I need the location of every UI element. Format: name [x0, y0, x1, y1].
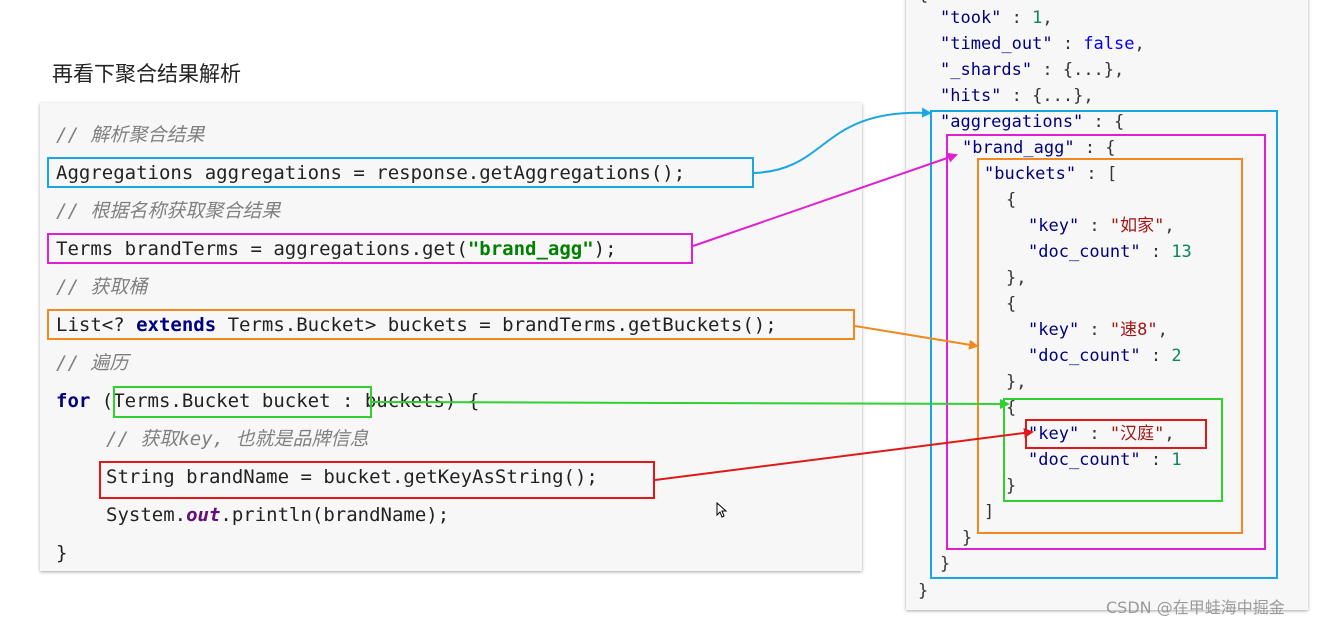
code-line-list: List<? extends Terms.Bucket> buckets = b…: [56, 313, 777, 337]
json-aggregations-close: }: [940, 554, 951, 574]
json-bucket2-open: {: [1006, 294, 1017, 314]
code-list-prefix: List<?: [56, 314, 137, 336]
json-shards-key: "_shards": [940, 60, 1033, 80]
code-comment-get-buckets: // 获取桶: [56, 276, 148, 298]
code-comment-get-key: // 获取key, 也就是品牌信息: [106, 428, 369, 450]
json-bucket1-key-value: "如家": [1109, 216, 1165, 236]
json-bucket2-key-value: "速8": [1109, 320, 1158, 340]
json-bucket1-count-label: "doc_count": [1028, 242, 1141, 262]
code-list-suffix: Terms.Bucket> buckets = brandTerms.getBu…: [216, 314, 777, 336]
json-bucket3-open: {: [1006, 398, 1017, 418]
json-line-buckets: "buckets" : [: [984, 164, 1118, 184]
json-hits-key: "hits": [940, 86, 1002, 106]
json-bucket2-count-label: "doc_count": [1028, 346, 1141, 366]
code-comment-get-by-name: // 根据名称获取聚合结果: [56, 200, 281, 222]
code-println-field: out: [186, 504, 221, 526]
json-brand-agg-key: "brand_agg": [962, 138, 1075, 158]
json-took-key: "took": [940, 8, 1002, 28]
json-line-timed-out: "timed_out" : false,: [940, 34, 1145, 54]
json-bucket1-close: },: [1006, 268, 1027, 288]
json-bucket3-count-value: 1: [1171, 450, 1182, 470]
code-println-suffix: .println(brandName);: [220, 504, 450, 526]
json-bucket3-key-value: "汉庭": [1109, 424, 1165, 444]
json-line-brand-agg: "brand_agg" : {: [962, 138, 1116, 158]
json-bucket2-count-value: 2: [1171, 346, 1182, 366]
code-list-keyword: extends: [136, 314, 217, 336]
code-line-for: for (Terms.Bucket bucket : buckets) {: [56, 389, 479, 413]
json-line-aggregations: "aggregations" : {: [940, 112, 1125, 132]
code-terms-string: "brand_agg": [467, 238, 594, 260]
json-line-shards: "_shards" : {...},: [940, 60, 1125, 80]
json-timed-out-key: "timed_out": [940, 34, 1053, 54]
json-bucket1-open: {: [1006, 190, 1017, 210]
json-brand-agg-close: }: [962, 528, 973, 548]
json-aggregations-key: "aggregations": [940, 112, 1084, 132]
json-bucket3-count-label: "doc_count": [1028, 450, 1141, 470]
code-for-rest: (Terms.Bucket bucket : buckets) {: [90, 390, 480, 412]
code-line-close: }: [56, 542, 68, 564]
code-comment-parse: // 解析聚合结果: [56, 124, 205, 146]
json-bucket2-close: },: [1006, 372, 1027, 392]
json-bucket3-key-label: "key": [1028, 424, 1080, 444]
json-shards-value: {...}: [1062, 60, 1115, 80]
json-bucket1-count-value: 13: [1171, 242, 1192, 262]
json-open-brace: {: [918, 0, 928, 6]
code-terms-suffix: );: [593, 238, 617, 260]
mouse-pointer-icon: [716, 501, 728, 522]
code-line-aggregations: Aggregations aggregations = response.get…: [56, 162, 686, 184]
code-comment-iterate: // 遍历: [56, 352, 129, 374]
watermark: CSDN @在甲蛙海中掘金: [1106, 598, 1285, 617]
json-line-hits: "hits" : {...},: [940, 86, 1094, 106]
page-title: 再看下聚合结果解析: [52, 62, 241, 86]
json-bucket2-key-label: "key": [1028, 320, 1080, 340]
json-bucket1-key-label: "key": [1028, 216, 1080, 236]
json-bucket3-count-line: "doc_count" : 1: [1028, 450, 1182, 470]
json-bucket1-count-line: "doc_count" : 13: [1028, 242, 1192, 262]
code-for-keyword: for: [56, 390, 91, 412]
json-buckets-key: "buckets": [984, 164, 1077, 184]
json-bucket3-key-line: "key" : "汉庭",: [1028, 424, 1175, 444]
json-timed-out-value: false: [1083, 34, 1135, 54]
code-println-prefix: System.: [106, 504, 187, 526]
code-terms-prefix: Terms brandTerms = aggregations.get(: [56, 238, 468, 260]
json-hits-value: {...}: [1032, 86, 1084, 106]
json-bucket2-count-line: "doc_count" : 2: [1028, 346, 1182, 366]
json-took-value: 1: [1032, 8, 1043, 28]
json-line-took: "took" : 1,: [940, 8, 1053, 28]
code-line-println: System.out.println(brandName);: [106, 503, 449, 527]
json-bucket2-key-line: "key" : "速8",: [1028, 320, 1168, 340]
json-bucket3-close: }: [1006, 476, 1017, 496]
json-buckets-close: ]: [984, 502, 995, 522]
code-line-brandname: String brandName = bucket.getKeyAsString…: [106, 466, 598, 488]
json-close-brace: }: [918, 581, 929, 601]
code-line-terms: Terms brandTerms = aggregations.get("bra…: [56, 237, 617, 261]
json-bucket1-key-line: "key" : "如家",: [1028, 216, 1175, 236]
